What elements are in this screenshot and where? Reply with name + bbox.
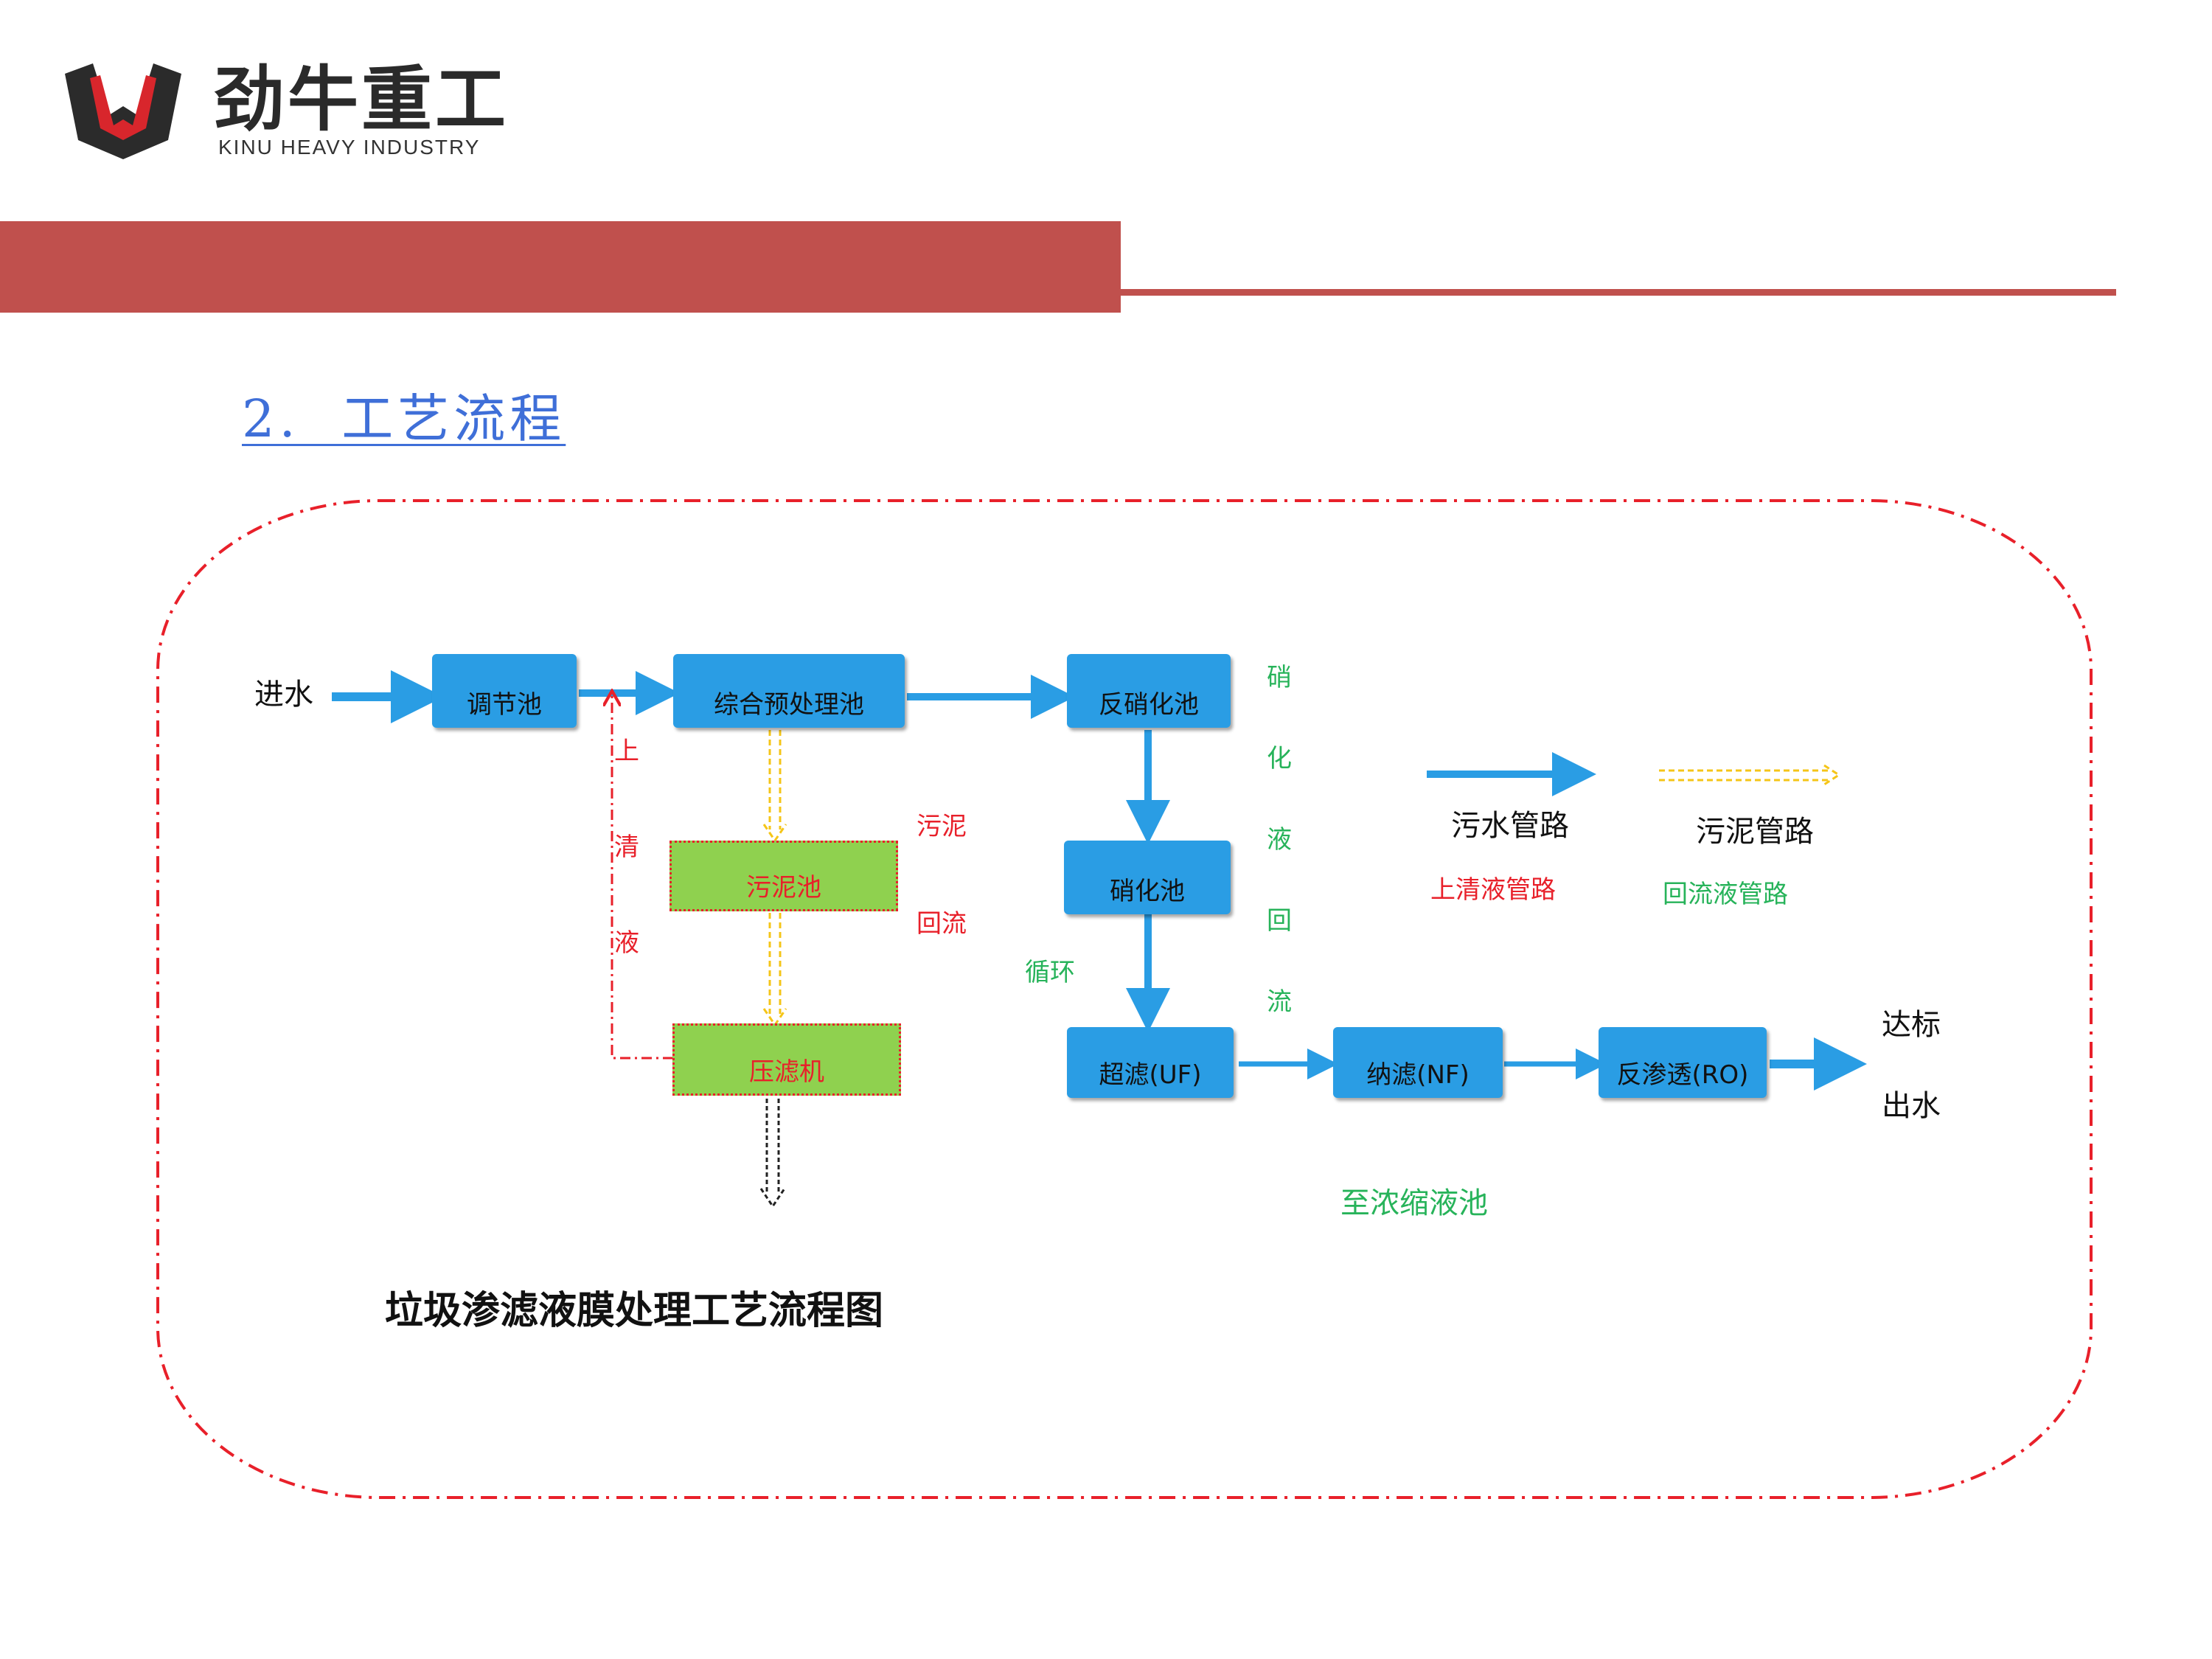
nitrate-reflux-char-5: 流 bbox=[1267, 987, 1292, 1017]
node-uf-ultrafiltration[interactable]: 超滤(UF) bbox=[1067, 1027, 1234, 1098]
node-tiaojie-tank[interactable]: 调节池 bbox=[432, 654, 577, 728]
node-fanxiaohua-tank[interactable]: 反硝化池 bbox=[1067, 654, 1231, 728]
nitrate-reflux-char-2: 化 bbox=[1267, 744, 1292, 773]
to-concentrate-tank-label: 至浓缩液池 bbox=[1340, 1186, 1488, 1220]
sludge-reflux-label-bottom: 回流 bbox=[917, 909, 967, 939]
outflow-label-top: 达标 bbox=[1882, 1008, 1941, 1042]
legend-supernatant-label: 上清液管路 bbox=[1430, 875, 1556, 905]
node-zonghe-pretreatment-tank[interactable]: 综合预处理池 bbox=[673, 654, 905, 728]
node-xiaohua-tank[interactable]: 硝化池 bbox=[1064, 841, 1231, 914]
outflow-label-bottom: 出水 bbox=[1882, 1089, 1941, 1123]
logo-chinese-name: 劲牛重工 bbox=[214, 58, 509, 141]
nitrate-reflux-char-4: 回 bbox=[1267, 906, 1292, 936]
sludge-pipe-wuni-to-yalvji bbox=[762, 913, 787, 1027]
node-wuni-sludge-tank[interactable]: 污泥池 bbox=[669, 841, 898, 911]
sludge-cake-output-arrow bbox=[759, 1099, 786, 1208]
header-bar-line bbox=[1121, 289, 2116, 296]
supernatant-return-line bbox=[612, 693, 737, 1060]
node-ro-reverse-osmosis[interactable]: 反渗透(RO) bbox=[1599, 1027, 1767, 1098]
nitrate-reflux-char-3: 液 bbox=[1267, 825, 1292, 855]
legend-reflux-label: 回流液管路 bbox=[1663, 880, 1788, 909]
supernatant-label-char-3: 液 bbox=[614, 928, 639, 958]
header-bar-block bbox=[0, 221, 1121, 313]
node-yalvji-filter-press[interactable]: 压滤机 bbox=[672, 1023, 901, 1096]
node-nf-nanofiltration[interactable]: 纳滤(NF) bbox=[1333, 1027, 1503, 1098]
nitrate-reflux-char-1: 硝 bbox=[1267, 663, 1292, 692]
diagram-frame bbox=[156, 499, 2093, 1499]
supernatant-label-char-1: 上 bbox=[614, 737, 639, 766]
sludge-pipe-zonghe-to-wuni bbox=[762, 730, 787, 843]
diagram-title: 垃圾渗滤液膜处理工艺流程图 bbox=[385, 1289, 884, 1333]
legend-sludge-line bbox=[1659, 764, 1841, 786]
circulation-label: 循环 bbox=[1025, 958, 1075, 987]
legend-sewage-label: 污水管路 bbox=[1451, 809, 1569, 843]
inflow-label: 进水 bbox=[254, 678, 313, 712]
section-title[interactable]: 2. 工艺流程 bbox=[242, 389, 566, 449]
supernatant-label-char-2: 清 bbox=[614, 832, 639, 862]
legend-sludge-label: 污泥管路 bbox=[1696, 815, 1814, 849]
sludge-reflux-label-top: 污泥 bbox=[917, 812, 967, 841]
logo-mark-icon bbox=[65, 63, 181, 159]
logo-english-name: KINU HEAVY INDUSTRY bbox=[218, 136, 481, 159]
